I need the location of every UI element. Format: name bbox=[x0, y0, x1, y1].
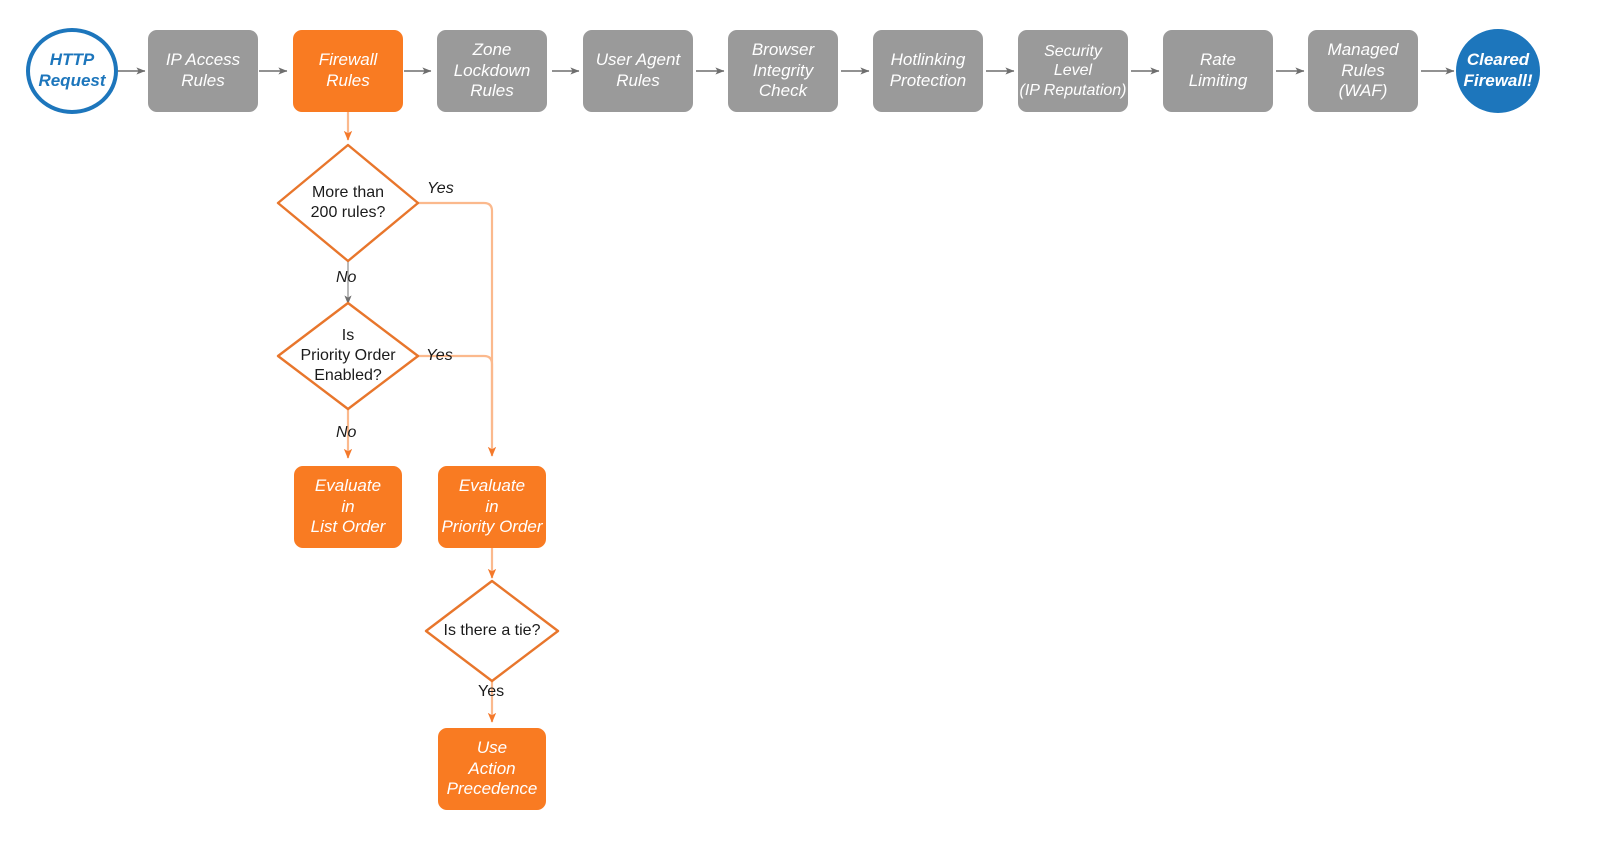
node-evaluate-in-list-order[interactable]: Evaluate in List Order bbox=[294, 466, 402, 548]
node-managed-rules-waf-label: Managed Rules (WAF) bbox=[1327, 39, 1399, 101]
decision-is-there-a-tie[interactable]: Is there a tie? bbox=[426, 581, 558, 681]
decision-more-than-200-rules-label: More than 200 rules? bbox=[310, 184, 386, 221]
node-use-action-precedence-label: Use Action Precedence bbox=[446, 737, 538, 799]
node-http-request[interactable]: HTTP Request bbox=[26, 28, 118, 114]
node-ip-access-rules-label: IP Access Rules bbox=[165, 50, 241, 90]
node-evaluate-in-list-order-label: Evaluate in List Order bbox=[310, 475, 386, 537]
node-firewall-rules[interactable]: Firewall Rules bbox=[293, 30, 403, 112]
decision-is-priority-order-enabled[interactable]: Is Priority Order Enabled? bbox=[278, 303, 418, 409]
edge-label-priority-order-yes: Yes bbox=[426, 347, 453, 364]
node-zone-lockdown-rules-label: Zone Lockdown Rules bbox=[453, 39, 531, 101]
node-security-level-label: Security Level (IP Reputation) bbox=[1019, 42, 1127, 99]
edge-label-more-than-200-yes: Yes bbox=[427, 180, 454, 197]
node-hotlinking-protection[interactable]: Hotlinking Protection bbox=[873, 30, 983, 112]
decision-is-priority-order-enabled-label: Is Priority Order Enabled? bbox=[300, 327, 396, 384]
edge-priority-order-yes bbox=[417, 354, 494, 430]
node-security-level[interactable]: Security Level (IP Reputation) bbox=[1018, 30, 1128, 112]
node-cleared-firewall[interactable]: Cleared Firewall! bbox=[1456, 29, 1540, 113]
node-hotlinking-protection-label: Hotlinking Protection bbox=[889, 50, 967, 90]
node-ip-access-rules[interactable]: IP Access Rules bbox=[148, 30, 258, 112]
node-rate-limiting[interactable]: Rate Limiting bbox=[1163, 30, 1273, 112]
edge-label-more-than-200-no: No bbox=[336, 269, 357, 286]
node-managed-rules-waf[interactable]: Managed Rules (WAF) bbox=[1308, 30, 1418, 112]
node-zone-lockdown-rules[interactable]: Zone Lockdown Rules bbox=[437, 30, 547, 112]
node-browser-integrity-check-label: Browser Integrity Check bbox=[751, 39, 815, 101]
edge-label-priority-order-no: No bbox=[336, 424, 357, 441]
node-firewall-rules-label: Firewall Rules bbox=[318, 50, 378, 90]
edge-more-than-200-yes bbox=[417, 201, 497, 457]
node-evaluate-in-priority-order-label: Evaluate in Priority Order bbox=[441, 475, 543, 537]
decision-more-than-200-rules[interactable]: More than 200 rules? bbox=[278, 145, 418, 261]
node-rate-limiting-label: Rate Limiting bbox=[1188, 50, 1248, 90]
node-browser-integrity-check[interactable]: Browser Integrity Check bbox=[728, 30, 838, 112]
node-http-request-label: HTTP Request bbox=[38, 50, 106, 90]
node-use-action-precedence[interactable]: Use Action Precedence bbox=[438, 728, 546, 810]
edge-label-tie-yes: Yes bbox=[478, 683, 505, 700]
decision-is-there-a-tie-label: Is there a tie? bbox=[443, 622, 541, 639]
node-evaluate-in-priority-order[interactable]: Evaluate in Priority Order bbox=[438, 466, 546, 548]
node-cleared-firewall-label: Cleared Firewall! bbox=[1463, 50, 1533, 90]
node-user-agent-rules[interactable]: User Agent Rules bbox=[583, 30, 693, 112]
node-user-agent-rules-label: User Agent Rules bbox=[595, 50, 681, 90]
